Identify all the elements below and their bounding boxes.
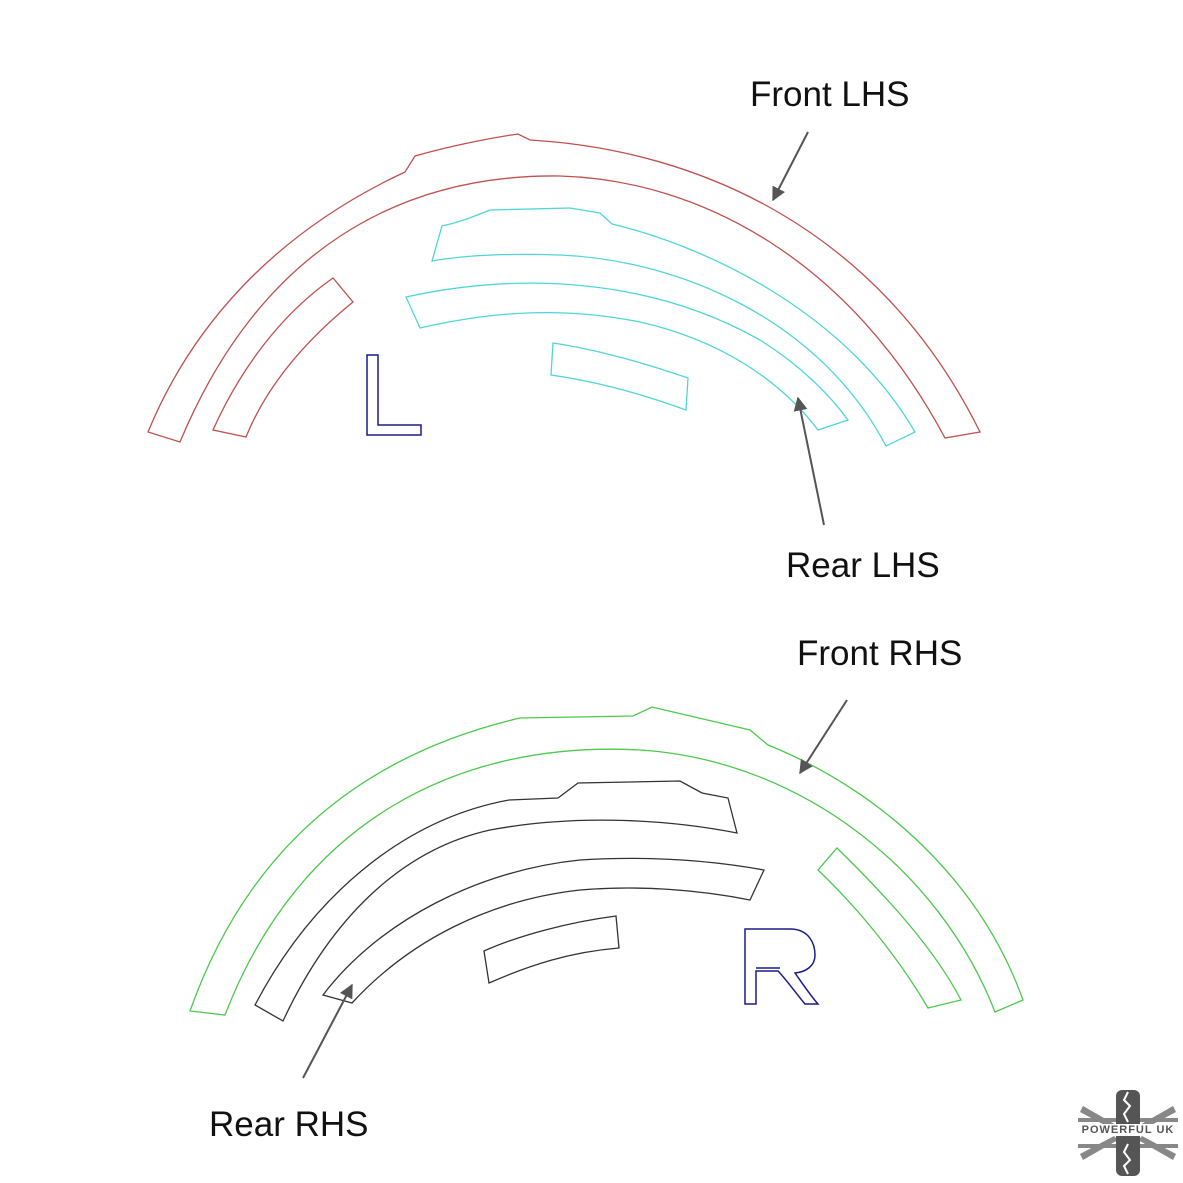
rear-rhs-middle-strip [321,857,765,1004]
rear-lhs-outer-strip [431,207,916,447]
letter-l-outline [366,354,422,436]
arrow-rear-lhs [793,396,825,526]
rear-rhs-template [254,780,765,1022]
front-rhs-main-arc [189,706,1024,1016]
rear-rhs-small-strip [483,915,620,984]
rear-rhs-outer-strip [254,780,738,1022]
label-front-rhs: Front RHS [797,634,963,673]
label-rear-lhs: Rear LHS [786,546,940,585]
powerful-uk-logo: POWERFUL UK [1078,1088,1178,1178]
front-rhs-side-strip [817,847,962,1009]
arrow-front-rhs [799,699,848,775]
rear-lhs-middle-strip [405,282,850,431]
rear-lhs-template [405,207,916,447]
front-lhs-main-arc [147,133,981,443]
letter-r-outline [744,928,820,1005]
rear-lhs-small-strip [550,342,689,411]
callout-arrows [302,131,848,1079]
arrow-rear-rhs [302,983,353,1079]
label-rear-rhs: Rear RHS [209,1105,369,1144]
label-front-lhs: Front LHS [750,75,910,114]
front-lhs-template [147,133,981,443]
arrow-front-lhs [772,131,809,202]
front-lhs-side-strip [212,277,354,438]
front-rhs-template [189,706,1024,1016]
logo-text: POWERFUL UK [1078,1124,1178,1136]
